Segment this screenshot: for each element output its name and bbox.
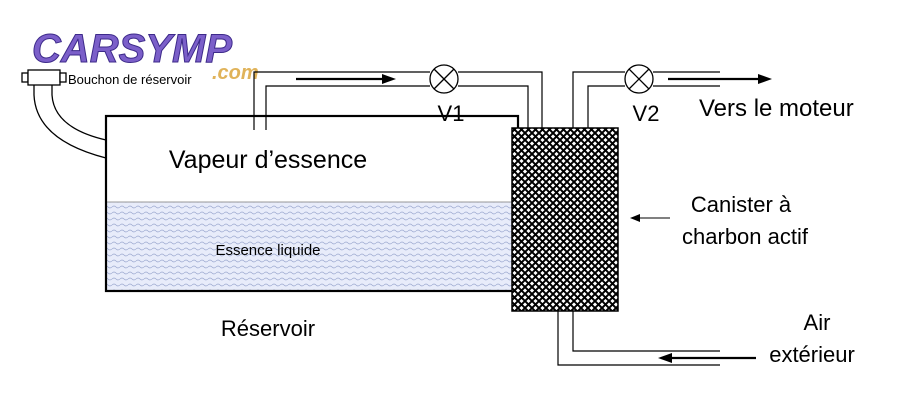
filler-tube xyxy=(33,85,107,159)
vapor-pipe xyxy=(253,71,543,130)
carsymp-logo: CARSYMP .com xyxy=(32,27,259,85)
engine-label: Vers le moteur xyxy=(699,95,854,122)
vapor-label: Vapeur d’essence xyxy=(169,146,367,174)
logo-name: CARSYMP xyxy=(32,27,232,71)
engine-flow-arrow xyxy=(668,74,772,84)
fuel-tank xyxy=(104,114,520,293)
logo-suffix: .com xyxy=(212,62,259,84)
tank-label: Réservoir xyxy=(221,316,315,341)
canister-label-line1: Canister à xyxy=(691,192,792,217)
air-flow-arrow xyxy=(658,353,756,363)
charcoal-canister xyxy=(511,127,619,312)
vapor-flow-arrow xyxy=(296,74,396,84)
air-label-line1: Air xyxy=(804,310,831,335)
valve-v1 xyxy=(429,64,459,94)
valve-v2 xyxy=(624,64,654,94)
cap-label: Bouchon de réservoir xyxy=(68,72,192,87)
canister-label-line2: charbon actif xyxy=(682,224,809,249)
valve-v2-label: V2 xyxy=(633,101,660,126)
fuel-cap xyxy=(21,69,67,86)
liquid-fuel xyxy=(106,202,518,290)
liquid-label: Essence liquide xyxy=(215,242,320,259)
air-inlet-pipe xyxy=(557,311,720,366)
purge-pipe xyxy=(572,71,720,128)
valve-v1-label: V1 xyxy=(438,101,465,126)
air-label-line2: extérieur xyxy=(769,342,855,367)
canister-pointer-arrow xyxy=(630,214,670,222)
